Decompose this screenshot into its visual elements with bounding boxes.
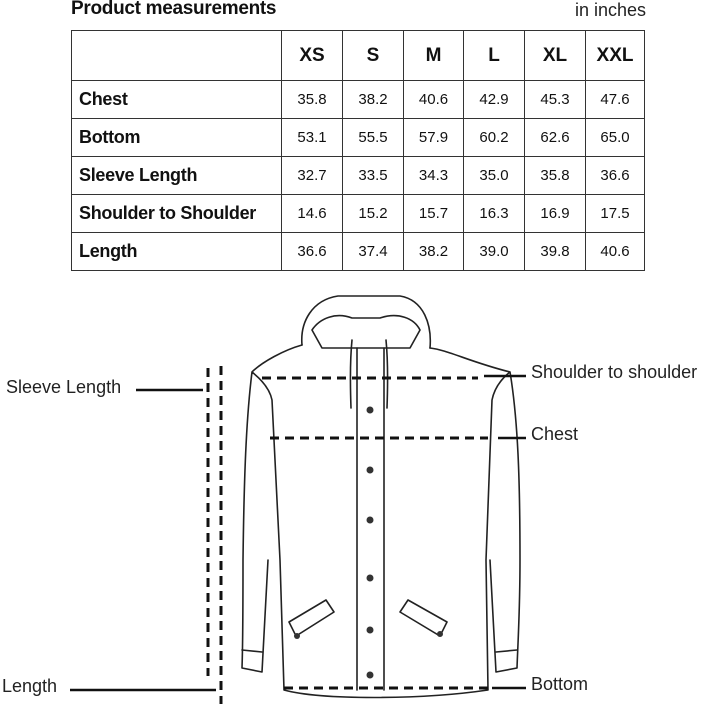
table-row: Length 36.6 37.4 38.2 39.0 39.8 40.6 (71, 232, 645, 271)
button-icon (437, 631, 443, 637)
row-label: Chest (71, 80, 282, 119)
bottom-label: Bottom (531, 674, 589, 694)
table-cell: 40.6 (585, 232, 645, 271)
sleeve-length-label: Sleeve Length (6, 377, 122, 397)
table-cell: 34.3 (403, 156, 464, 195)
table-cell: 35.8 (281, 80, 343, 119)
pocket-left (288, 599, 335, 637)
header-corner-cell (71, 30, 282, 81)
shoulder-label: Shoulder to shoulder (531, 362, 698, 382)
table-header-row: XS S M L XL XXL (71, 30, 645, 81)
jacket-body-outline (241, 344, 521, 699)
table-row: Chest 35.8 38.2 40.6 42.9 45.3 47.6 (71, 80, 645, 119)
button-icon (366, 574, 374, 582)
length-label: Length (2, 676, 58, 696)
cuff-left (241, 649, 263, 653)
size-header: XS (281, 30, 343, 81)
hood-inner (311, 314, 421, 349)
table-cell: 37.4 (342, 232, 404, 271)
row-label: Bottom (71, 118, 282, 157)
table-cell: 35.0 (463, 156, 525, 195)
table-cell: 33.5 (342, 156, 404, 195)
pocket-right (399, 599, 448, 637)
table-cell: 15.7 (403, 194, 464, 233)
button-icon (366, 626, 374, 634)
size-table: XS S M L XL XXL Chest 35.8 38.2 40.6 42.… (71, 30, 645, 271)
table-cell: 35.8 (524, 156, 586, 195)
button-icon (366, 671, 374, 679)
size-header: XL (524, 30, 586, 81)
button-icon (294, 633, 300, 639)
size-header: XXL (585, 30, 645, 81)
table-cell: 32.7 (281, 156, 343, 195)
row-label: Length (71, 232, 282, 271)
unit-label: in inches (574, 0, 646, 20)
page-title: Product measurements (71, 0, 277, 19)
chest-label: Chest (531, 424, 579, 444)
drawstring-left (349, 339, 353, 409)
table-cell: 55.5 (342, 118, 404, 157)
table-cell: 38.2 (342, 80, 404, 119)
drawstring-right (385, 339, 389, 409)
table-cell: 16.3 (463, 194, 525, 233)
size-header: S (342, 30, 404, 81)
table-cell: 45.3 (524, 80, 586, 119)
button-icon (366, 516, 374, 524)
table-cell: 14.6 (281, 194, 343, 233)
table-cell: 42.9 (463, 80, 525, 119)
table-cell: 53.1 (281, 118, 343, 157)
table-cell: 39.0 (463, 232, 525, 271)
table-cell: 62.6 (524, 118, 586, 157)
cuff-right (495, 649, 518, 653)
hood-outline (301, 295, 432, 349)
row-label: Sleeve Length (71, 156, 282, 195)
table-row: Sleeve Length 32.7 33.5 34.3 35.0 35.8 3… (71, 156, 645, 195)
table-cell: 15.2 (342, 194, 404, 233)
table-cell: 47.6 (585, 80, 645, 119)
table-cell: 38.2 (403, 232, 464, 271)
button-icon (366, 466, 374, 474)
button-icon (366, 406, 374, 414)
